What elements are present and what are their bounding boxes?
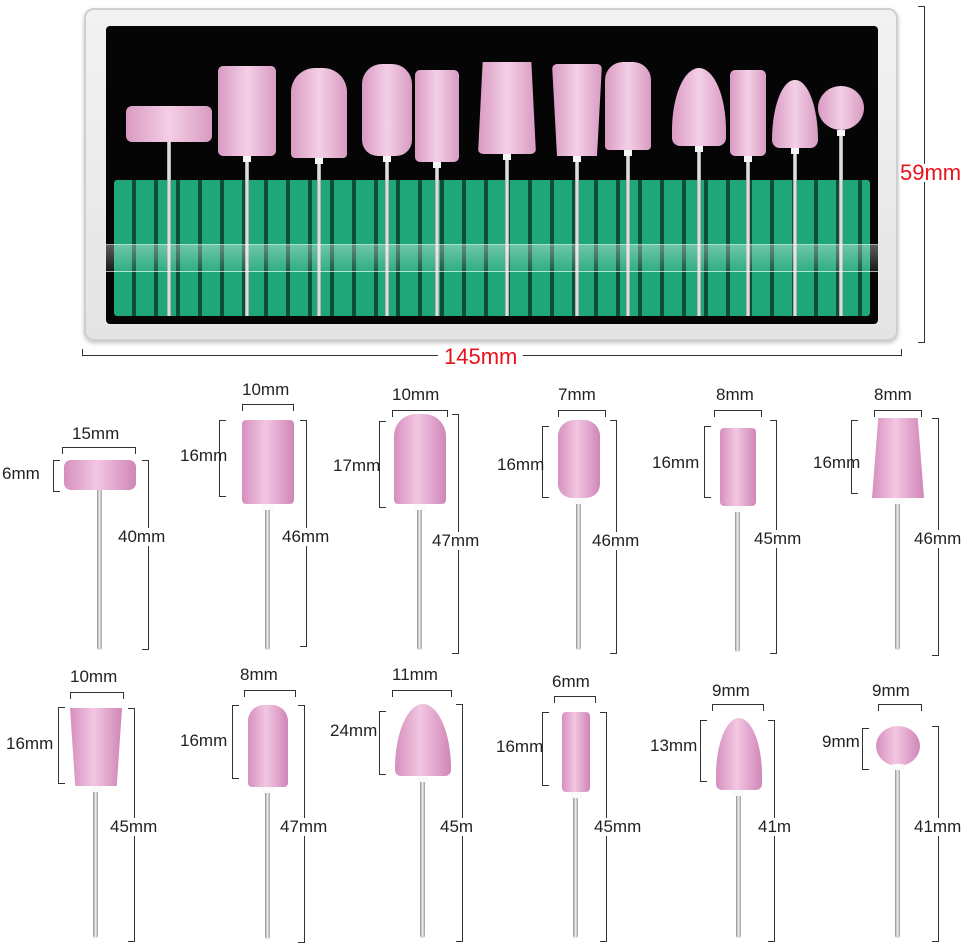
dim-height-bracket [704, 426, 711, 498]
dim-length-label: 41m [758, 817, 792, 836]
case-bit [362, 64, 412, 316]
case-bit [772, 80, 818, 316]
bit-barrel [556, 420, 602, 652]
dim-height-bracket [379, 711, 386, 775]
dim-width-bracket [554, 696, 596, 703]
dim-width-bracket [878, 704, 922, 711]
bit-tapered-cone [70, 708, 122, 940]
case-bit [552, 64, 602, 316]
dim-width-label: 9mm [712, 681, 750, 700]
bit-cylinder [240, 420, 296, 652]
dim-height-label: 16mm [180, 446, 228, 465]
dim-length-label: 45mm [110, 817, 158, 836]
case-bit [605, 62, 651, 316]
case-bit [672, 68, 726, 316]
dim-height-label: 16mm [180, 731, 228, 750]
dim-height-bracket [58, 707, 65, 784]
case-width-label: 145mm [438, 346, 524, 368]
dim-length-label: 41mm [914, 817, 962, 836]
dim-width-bracket [874, 410, 922, 417]
dim-width-label: 15mm [72, 424, 120, 443]
dim-length-bracket [142, 460, 149, 650]
dim-length-label: 45mm [594, 817, 642, 836]
bit-bullet [246, 705, 290, 941]
dim-height-label: 16mm [497, 455, 545, 474]
dim-length-label: 46mm [914, 529, 962, 548]
bit-thin-cylinder [562, 712, 590, 940]
dim-height-label: 13mm [650, 736, 698, 755]
dim-width-label: 8mm [874, 385, 912, 404]
dim-width-bracket [70, 692, 124, 699]
bit-small-cone [716, 718, 762, 940]
dim-height-bracket [851, 420, 858, 494]
dim-length-label: 46mm [282, 527, 330, 546]
case-bit [291, 68, 347, 316]
dim-width-label: 10mm [392, 385, 440, 404]
dim-height-label: 16mm [6, 734, 54, 753]
bit-tapered-cone [870, 418, 926, 654]
dim-height-bracket [542, 712, 549, 786]
dim-height-label: 16mm [652, 453, 700, 472]
dim-width-bracket [392, 690, 452, 697]
dim-length-label: 47mm [432, 531, 480, 550]
dim-height-bracket [700, 720, 707, 782]
dim-width-bracket [712, 704, 764, 711]
case-bit [818, 86, 864, 316]
dim-height-bracket [219, 420, 226, 497]
dim-width-label: 6mm [552, 672, 590, 691]
case-height-label: 59mm [900, 160, 962, 185]
dim-width-bracket [62, 447, 136, 454]
dim-width-bracket [244, 690, 296, 697]
dim-height-label: 16mm [813, 453, 861, 472]
case-bit [478, 62, 536, 316]
bit-ball [876, 726, 920, 940]
case-lid-edge [106, 244, 878, 272]
storage-case [84, 8, 898, 341]
dim-length-label: 45mm [754, 529, 802, 548]
dim-height-bracket [379, 421, 386, 508]
bit-disc [60, 460, 140, 655]
dim-height-label: 6mm [2, 464, 40, 483]
dim-width-bracket [242, 404, 294, 411]
dim-height-label: 24mm [330, 721, 378, 740]
case-bit [730, 70, 766, 316]
dim-height-bracket [862, 728, 869, 770]
dim-height-label: 16mm [496, 737, 544, 756]
dim-width-label: 8mm [240, 665, 278, 684]
bit-rounded-cylinder [392, 414, 448, 652]
dim-length-label: 40mm [118, 527, 166, 546]
case-bit [126, 106, 212, 316]
dim-width-bracket [392, 410, 448, 417]
dim-height-label: 17mm [333, 456, 381, 475]
green-foam-holder [114, 180, 870, 316]
dim-length-label: 45m [440, 817, 474, 836]
dim-width-label: 10mm [70, 667, 118, 686]
dim-width-label: 11mm [392, 665, 438, 684]
dim-width-label: 7mm [558, 385, 596, 404]
dim-length-label: 46mm [592, 531, 640, 550]
dim-length-label: 47mm [280, 817, 328, 836]
case-interior [106, 26, 878, 324]
dim-width-label: 9mm [872, 681, 910, 700]
case-bit [218, 66, 276, 316]
dim-height-bracket [232, 705, 239, 779]
bit-pointed-cone [395, 704, 451, 940]
dim-width-bracket [558, 410, 606, 417]
case-bit [415, 70, 459, 316]
dim-height-bracket [542, 426, 549, 498]
dim-width-bracket [714, 410, 762, 417]
dim-width-label: 8mm [716, 385, 754, 404]
dim-height-bracket [53, 460, 60, 492]
bit-narrow-cylinder [718, 428, 758, 654]
dim-height-label: 9mm [822, 732, 860, 751]
dim-width-label: 10mm [242, 380, 290, 399]
